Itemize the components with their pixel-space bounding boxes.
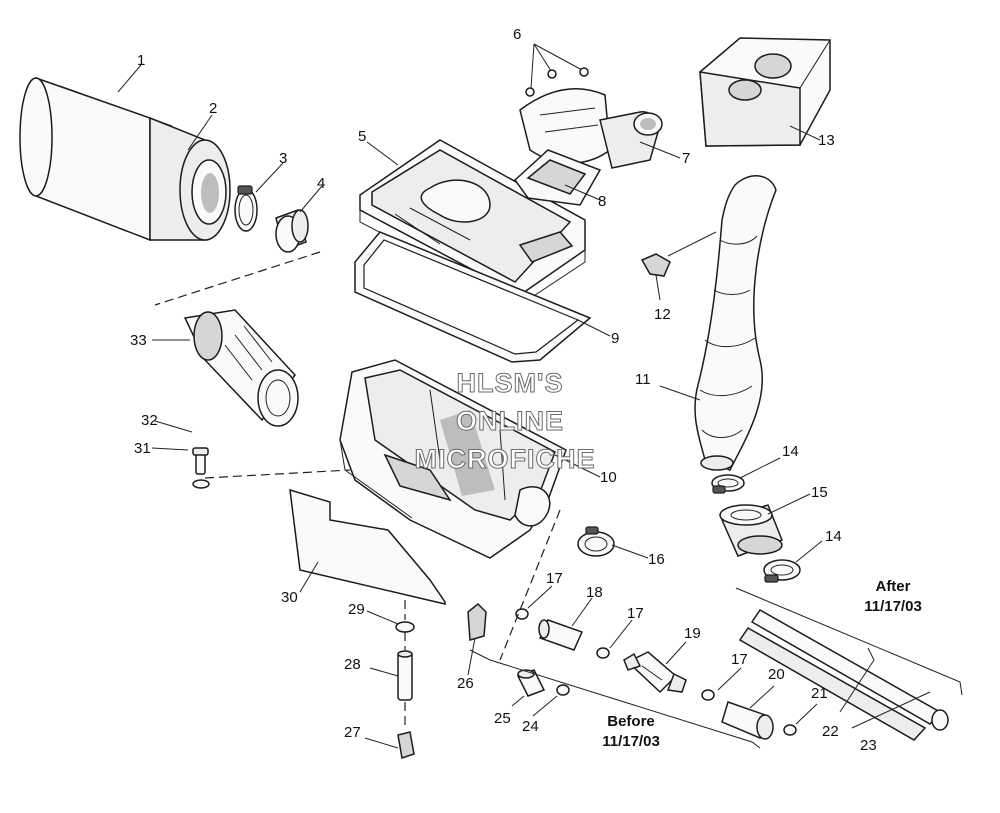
callout-1: 1: [137, 52, 146, 69]
watermark-line-2: ONLINE: [455, 406, 564, 436]
callout-28: 28: [344, 656, 361, 673]
tube-clip-drawing: [640, 231, 717, 277]
callout-10: 10: [600, 469, 617, 486]
coupler-ring-drawing: [275, 209, 309, 253]
callout-17-right: 17: [731, 651, 748, 668]
foam-block-drawing: [699, 37, 831, 147]
callout-4: 4: [317, 175, 326, 192]
callout-21: 21: [811, 685, 828, 702]
long-tubes-drawing: [738, 609, 949, 741]
leader-lines: [117, 64, 931, 749]
callout-6: 6: [513, 26, 522, 43]
callout-27: 27: [344, 724, 361, 741]
callout-14-upper: 14: [782, 443, 799, 460]
throttle-coupler-drawing: [719, 504, 783, 557]
callout-17-left: 17: [546, 570, 563, 587]
airbox-housing-drawing: [339, 359, 567, 559]
callout-11: 11: [635, 371, 651, 388]
hose-clamps-14-drawing: [711, 474, 801, 583]
callout-2: 2: [209, 100, 218, 117]
callout-19: 19: [684, 625, 701, 642]
drain-hose-18-drawing: [538, 619, 584, 651]
small-clamps-drawing: [515, 608, 797, 736]
air-filter-element-drawing: [19, 76, 173, 242]
after-note-label: After: [875, 578, 911, 595]
throttle-boot-drawing: [183, 309, 299, 427]
callout-25: 25: [494, 710, 511, 727]
callout-24: 24: [522, 718, 539, 735]
drain-hose-20-drawing: [721, 701, 774, 740]
hose-clamp-3-drawing: [234, 185, 258, 232]
intake-duct-drawing: [519, 88, 663, 169]
callout-7: 7: [682, 150, 691, 167]
before-date-note: Before 11/17/03: [590, 712, 672, 752]
air-duct-tube-drawing: [694, 175, 777, 471]
callout-29: 29: [348, 601, 365, 618]
filter-adapter-drawing: [149, 116, 231, 241]
callout-16: 16: [648, 551, 665, 568]
bolt-washer-drawing: [192, 447, 210, 489]
watermark-line-1: HLSM'S: [456, 368, 564, 398]
callout-23: 23: [860, 737, 877, 754]
callout-14-lower: 14: [825, 528, 842, 545]
drain-stack-drawing: [395, 600, 415, 759]
callout-13: 13: [818, 132, 835, 149]
callout-22: 22: [822, 723, 839, 740]
revision-brackets: [469, 587, 963, 749]
callout-15: 15: [811, 484, 828, 501]
callout-32: 32: [141, 412, 158, 429]
bracket-drawing: [467, 602, 487, 641]
screws-drawing: [525, 43, 589, 97]
callout-33: 33: [130, 332, 147, 349]
callout-3: 3: [279, 150, 288, 167]
callout-8: 8: [598, 193, 607, 210]
lid-seal-drawing: [354, 231, 592, 363]
callout-18: 18: [586, 584, 603, 601]
before-note-date: 11/17/03: [602, 733, 660, 750]
callout-17-middle: 17: [627, 605, 644, 622]
insulation-pad-drawing: [289, 488, 446, 605]
callout-12: 12: [654, 306, 671, 323]
callout-9: 9: [611, 330, 620, 347]
callout-20: 20: [768, 666, 785, 683]
airbox-lid-drawing: [359, 139, 586, 306]
callout-26: 26: [457, 675, 474, 692]
callout-31: 31: [134, 440, 151, 457]
after-date-note: After 11/17/03: [852, 577, 934, 617]
alignment-lines: [154, 251, 561, 661]
check-valve-drawing: [623, 651, 687, 694]
after-note-date: 11/17/03: [864, 598, 922, 615]
drain-cap-drawing: [516, 669, 546, 697]
watermark-line-3: MICROFICHE: [414, 444, 596, 474]
callout-30: 30: [281, 589, 298, 606]
hose-clamp-16-drawing: [577, 526, 615, 557]
before-note-label: Before: [607, 713, 655, 730]
callout-5: 5: [358, 128, 367, 145]
